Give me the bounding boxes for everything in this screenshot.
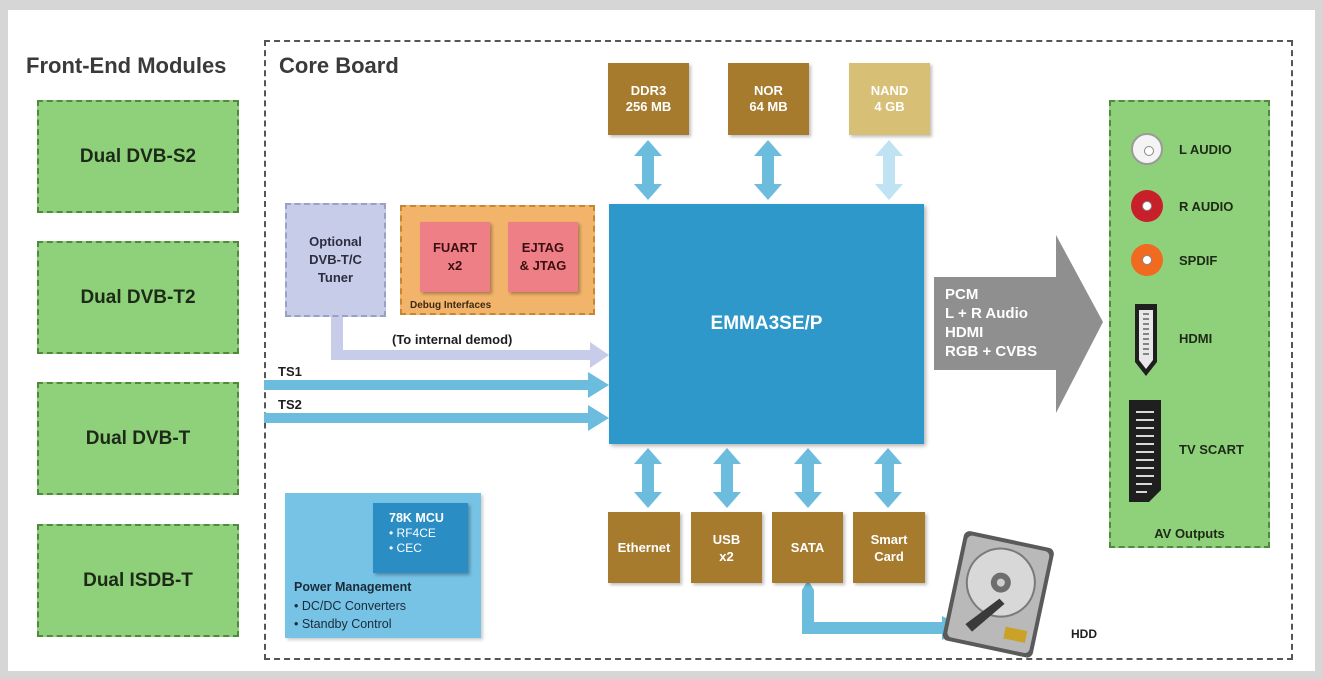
nor-bus-arrow [754,140,782,200]
sata-bus-arrow [794,448,822,508]
power-management: 78K MCU • RF4CE • CEC Power Management •… [285,493,481,638]
nand-size: 4 GB [874,99,905,114]
scart-port-icon [1129,400,1161,502]
power-item-standby: • Standby Control [294,617,392,631]
signal-lr-audio: L + R Audio [945,305,1028,322]
ejtag-line2: & JTAG [519,258,567,273]
tuner-line2: DVB-T/C [309,252,362,267]
usb-line2: x2 [719,548,734,564]
hdd-icon [942,531,1054,658]
ejtag-line1: EJTAG [521,240,565,255]
mcu-item-rf4ce: • RF4CE [389,526,436,540]
fuart-line1: FUART [432,240,478,255]
ts1-label: TS1 [278,364,302,379]
usb-line1: USB [712,531,741,547]
signal-hdmi: HDMI [945,324,984,341]
tuner-line1: Optional [309,234,362,249]
tuner-line3: Tuner [317,270,354,285]
signal-rgb-cvbs: RGB + CVBS [945,343,1038,360]
sata-label: SATA [790,540,825,555]
nand-name: NAND [870,83,909,98]
usb-chip: USB x2 [691,512,762,583]
ddr3-bus-arrow [634,140,662,200]
power-item-dcdc: • DC/DC Converters [294,599,407,613]
module-dual-dvb-s2: Dual DVB-S2 [37,100,239,213]
demod-label: (To internal demod) [392,332,513,347]
smartcard-chip: Smart Card [853,512,925,583]
ts2-label: TS2 [278,397,302,412]
l-audio-jack-icon [1131,133,1163,165]
core-board-title: Core Board [279,53,399,78]
usb-bus-arrow [713,448,741,508]
ts1-arrow [264,372,609,398]
core-board-region [264,40,1293,660]
r-audio-label: R AUDIO [1179,199,1234,214]
nor-chip: NOR 64 MB [728,63,809,135]
l-audio-label: L AUDIO [1179,142,1232,157]
ddr3-chip: DDR3 256 MB [608,63,689,135]
ethernet-bus-arrow [634,448,662,508]
ddr3-name: DDR3 [630,83,667,98]
signal-pcm: PCM [945,286,979,303]
hdd-label: HDD [1071,627,1097,641]
tv-scart-label: TV SCART [1179,442,1244,457]
debug-label: Debug Interfaces [410,300,492,311]
nor-name: NOR [754,83,783,98]
ts2-arrow [264,405,609,431]
av-outputs-panel: L AUDIO R AUDIO SPDIF HDMI TV SCART AV O… [1109,100,1270,548]
ddr3-size: 256 MB [625,99,672,114]
nand-chip: NAND 4 GB [849,63,930,135]
smartcard-bus-arrow [874,448,902,508]
mcu-78k: 78K MCU • RF4CE • CEC [373,503,468,573]
fuart-chip: FUART x2 [420,222,490,292]
output-signals: PCM L + R Audio HDMI RGB + CVBS [945,285,1037,361]
power-title: Power Management [294,580,412,594]
module-dual-isdb-t: Dual ISDB-T [37,524,239,637]
r-audio-jack-icon [1131,190,1163,222]
module-dual-dvb-t2: Dual DVB-T2 [37,241,239,354]
sata-hdd-arrow [802,580,966,640]
ethernet-label: Ethernet [617,540,671,555]
spdif-label: SPDIF [1179,253,1218,268]
nor-size: 64 MB [749,99,788,114]
soc-emma3sep: EMMA3SE/P [609,204,924,444]
av-output-arrow [934,235,1103,413]
hdmi-label: HDMI [1179,331,1213,346]
module-dual-dvb-t: Dual DVB-T [37,382,239,495]
fuart-line2: x2 [447,258,463,273]
debug-interfaces: FUART x2 EJTAG & JTAG Debug Interfaces [400,205,595,315]
smartcard-line2: Card [874,548,904,564]
av-outputs-title: AV Outputs [1154,526,1225,541]
smartcard-line1: Smart [870,531,908,547]
ethernet-chip: Ethernet [608,512,680,583]
spdif-jack-icon [1131,244,1163,276]
nand-bus-arrow [875,140,903,200]
optional-tuner: Optional DVB-T/C Tuner [285,203,386,317]
ejtag-chip: EJTAG & JTAG [508,222,578,292]
mcu-title: 78K MCU [389,511,444,525]
front-end-title: Front-End Modules [26,53,227,78]
mcu-item-cec: • CEC [389,541,422,555]
sata-chip: SATA [772,512,843,583]
hdmi-port-icon [1135,304,1157,376]
tuner-demod-arrow [331,317,609,368]
